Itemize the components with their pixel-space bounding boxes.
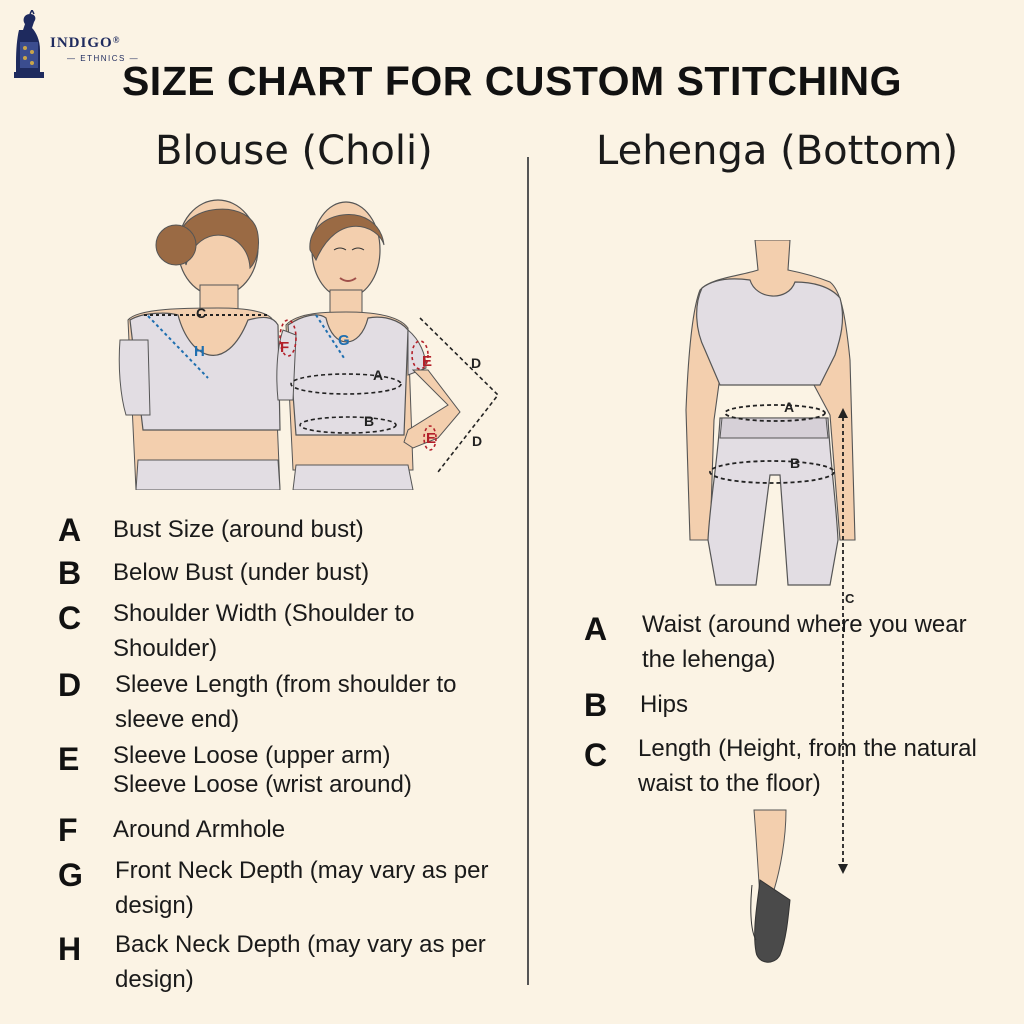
diagram-label-h: H bbox=[194, 343, 205, 360]
diagram-label-a: A bbox=[373, 367, 383, 383]
brand-tagline: — ETHNICS — bbox=[67, 54, 140, 63]
blouse-item-text: Below Bust (under bust) bbox=[113, 559, 370, 586]
lehenga-heading: Lehenga (Bottom) bbox=[596, 128, 959, 174]
column-divider bbox=[527, 157, 529, 985]
diagram-label-e-wrist: E bbox=[426, 430, 436, 447]
blouse-item-text: Bust Size (around bust) bbox=[113, 516, 364, 543]
blouse-item-letter: F bbox=[58, 812, 78, 848]
brand-name-text: INDIGO bbox=[50, 35, 113, 51]
diagram-label-e-upper: E bbox=[422, 353, 432, 370]
blouse-item-text: Sleeve Loose (upper arm) Sleeve Loose (w… bbox=[113, 742, 412, 798]
lehenga-item-letter: C bbox=[584, 737, 608, 773]
measure-line-h bbox=[147, 315, 209, 379]
blouse-item-letter: E bbox=[58, 741, 80, 777]
blouse-item-letter: H bbox=[58, 931, 82, 967]
measure-line-d bbox=[419, 317, 500, 473]
lehenga-item-text: Waist (around where you wear the lehenga… bbox=[642, 611, 967, 673]
brand-registered-mark: ® bbox=[112, 35, 121, 45]
blouse-item-letter: B bbox=[58, 555, 82, 591]
page-title: SIZE CHART FOR CUSTOM STITCHING bbox=[121, 58, 903, 104]
lehenga-diagram-label-c: C bbox=[845, 591, 855, 606]
diagram-label-f: F bbox=[280, 339, 289, 356]
lehenga-item-letter: A bbox=[584, 611, 608, 647]
diagram-label-b: B bbox=[364, 413, 374, 429]
blouse-item-text: Front Neck Depth (may vary as per design… bbox=[115, 857, 489, 919]
measure-ring-a bbox=[290, 373, 402, 395]
lehenga-illustration: A B C bbox=[685, 240, 856, 963]
measure-ring-e-upper bbox=[411, 340, 429, 370]
lehenga-item-text: Hips bbox=[640, 691, 689, 718]
blouse-item-text: Back Neck Depth (may vary as per design) bbox=[115, 931, 486, 993]
lehenga-diagram-label-b: B bbox=[790, 455, 800, 471]
blouse-item-text: Shoulder Width (Shoulder to Shoulder) bbox=[113, 600, 415, 662]
blouse-item-text: Around Armhole bbox=[113, 816, 286, 843]
blouse-item-letter: G bbox=[58, 857, 83, 893]
lehenga-measure-ring-b bbox=[709, 460, 835, 484]
lehenga-measure-ring-a bbox=[724, 404, 826, 422]
diagram-label-d-lower: D bbox=[472, 433, 482, 449]
blouse-item-text: Sleeve Length (from shoulder to sleeve e… bbox=[115, 671, 457, 733]
diagram-label-c: C bbox=[196, 305, 206, 321]
blouse-item-letter: C bbox=[58, 600, 82, 636]
lehenga-diagram-label-a: A bbox=[784, 399, 794, 415]
blouse-heading: Blouse (Choli) bbox=[155, 128, 433, 174]
measure-ring-f bbox=[279, 319, 297, 357]
measure-ring-e-wrist bbox=[423, 425, 437, 451]
blouse-item-letter: D bbox=[58, 667, 82, 703]
diagram-label-d-upper: D bbox=[471, 355, 481, 371]
lehenga-item-text: Length (Height, from the natural waist t… bbox=[638, 735, 977, 797]
blouse-illustration: C H F G A B E D D E bbox=[118, 199, 500, 490]
brand-name: INDIGO® bbox=[50, 35, 120, 52]
lehenga-item-letter: B bbox=[584, 687, 608, 723]
back-view-figure bbox=[118, 199, 281, 490]
measure-line-g bbox=[315, 314, 345, 359]
brand-tagline-text: ETHNICS bbox=[80, 54, 126, 63]
peacock-logo-icon bbox=[14, 10, 44, 78]
blouse-item-letter: A bbox=[58, 512, 82, 548]
diagram-label-g: G bbox=[338, 332, 350, 349]
brand-logo: INDIGO® — ETHNICS — bbox=[10, 10, 150, 82]
measure-ring-b bbox=[299, 416, 397, 434]
